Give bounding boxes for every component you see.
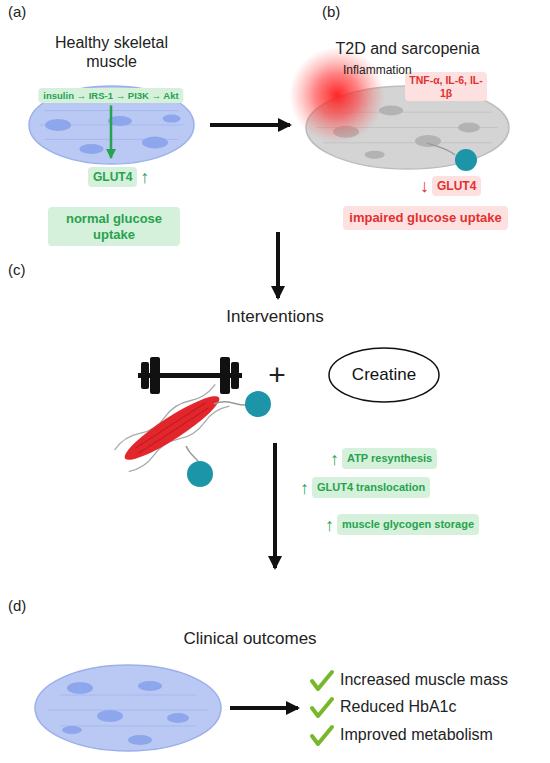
muscle-cell: T2D and sarcopeniaTNF-α, IL-6, IL-1β (305, 85, 510, 170)
section-title: Clinical outcomes (183, 630, 316, 647)
check-mark (312, 699, 332, 716)
muscle-cell: Healthy skeletal muscleinsulin → IRS-1 →… (28, 85, 195, 165)
node-label: GLUT4 (437, 179, 476, 193)
cell-nucleus (79, 144, 103, 154)
flow-arrow (210, 123, 290, 127)
transporter-stalk (427, 143, 455, 155)
cell-nucleus (415, 135, 441, 147)
muscle-striation (60, 695, 196, 696)
annotation: Inflammation (343, 64, 412, 76)
muscle-striation (60, 726, 196, 727)
node-label: muscle glycogen storage (342, 518, 474, 531)
cell-nucleus (142, 137, 168, 149)
supplement-oval: Creatine (328, 347, 440, 403)
cell-nucleus (45, 119, 71, 131)
outcome-item: Improved metabolism (340, 727, 493, 743)
cytokine-box: TNF-α, IL-6, IL-1β (405, 72, 487, 101)
cell-nucleus (67, 682, 93, 694)
cell-nucleus (97, 710, 123, 722)
node-label: normal glucose uptake (52, 211, 176, 242)
oval-outline (329, 348, 439, 402)
trend-arrow: ↑ (330, 450, 339, 468)
panel-letter: (a) (8, 4, 26, 19)
glut4-transporter (455, 149, 477, 171)
cell-nucleus (138, 681, 162, 691)
trend-arrow: ↓ (420, 177, 429, 195)
node-label: GLUT4 (93, 170, 132, 184)
node-label: GLUT4 translocation (317, 481, 425, 494)
transporter-stalk (186, 446, 198, 461)
panel-letter: (d) (8, 598, 26, 613)
flow-arrow (273, 443, 277, 568)
transporter-box: GLUT4↑ (88, 167, 137, 187)
check-mark (312, 727, 332, 744)
transporter-stalk (214, 402, 246, 405)
effect-box: ↑GLUT4 translocation (312, 477, 430, 498)
barbell-plate (141, 362, 149, 389)
barbell-plate (231, 362, 239, 389)
panel-heading: Healthy skeletal muscle (37, 33, 187, 71)
cell-nucleus (458, 123, 480, 133)
check-mark (312, 672, 332, 689)
muscle-cell (35, 665, 221, 751)
glut4-transporter (245, 391, 271, 417)
panel-letter: (b) (322, 4, 340, 19)
cell-nucleus (128, 735, 152, 745)
plus-sign: + (268, 360, 286, 390)
muscle-outline (29, 86, 194, 164)
node-label: ATP resynthesis (347, 452, 432, 465)
effect-box: ↑ATP resynthesis (342, 448, 437, 469)
cell-nucleus (365, 151, 385, 159)
flow-arrow (230, 706, 298, 710)
glut4-transporter (187, 461, 213, 487)
cell-nucleus (163, 115, 181, 123)
outcome-item: Reduced HbA1c (340, 699, 457, 715)
effect-box: ↑muscle glycogen storage (337, 514, 479, 535)
barbell-plate (150, 357, 160, 394)
flow-arrow (276, 232, 280, 298)
trend-arrow: ↑ (140, 168, 149, 186)
cell-nucleus (167, 713, 189, 723)
muscle-fibre (113, 382, 231, 474)
node-label: impaired glucose uptake (347, 210, 504, 226)
outcome-box: normal glucose uptake (48, 207, 180, 246)
trend-arrow: ↑ (325, 516, 334, 534)
muscle-striation (135, 403, 205, 449)
muscle-striation (45, 110, 178, 111)
outcome-item: Increased muscle mass (340, 672, 508, 688)
section-title: Interventions (226, 308, 323, 325)
muscle-striation (323, 142, 492, 143)
node-label: Creatine (352, 365, 416, 385)
pathway-box: insulin → IRS-1 → PI3K → Akt (38, 88, 183, 103)
cell-nucleus (108, 116, 132, 126)
muscle-striation (48, 710, 208, 711)
node-label: TNF-α, IL-6, IL-1β (407, 74, 485, 99)
inflammation-glow (289, 47, 385, 143)
cell-nucleus (62, 726, 82, 734)
node-label: insulin → IRS-1 → PI3K → Akt (43, 90, 178, 101)
outcome-box: impaired glucose uptake (343, 206, 508, 230)
panel-letter: (c) (8, 262, 26, 277)
transporter-box: ↓GLUT4 (432, 176, 481, 196)
muscle-spindle (119, 388, 225, 467)
muscle-striation (138, 408, 208, 454)
trend-arrow: ↑ (300, 479, 309, 497)
barbell-plate (220, 357, 230, 394)
panel-heading: T2D and sarcopenia (298, 39, 518, 58)
